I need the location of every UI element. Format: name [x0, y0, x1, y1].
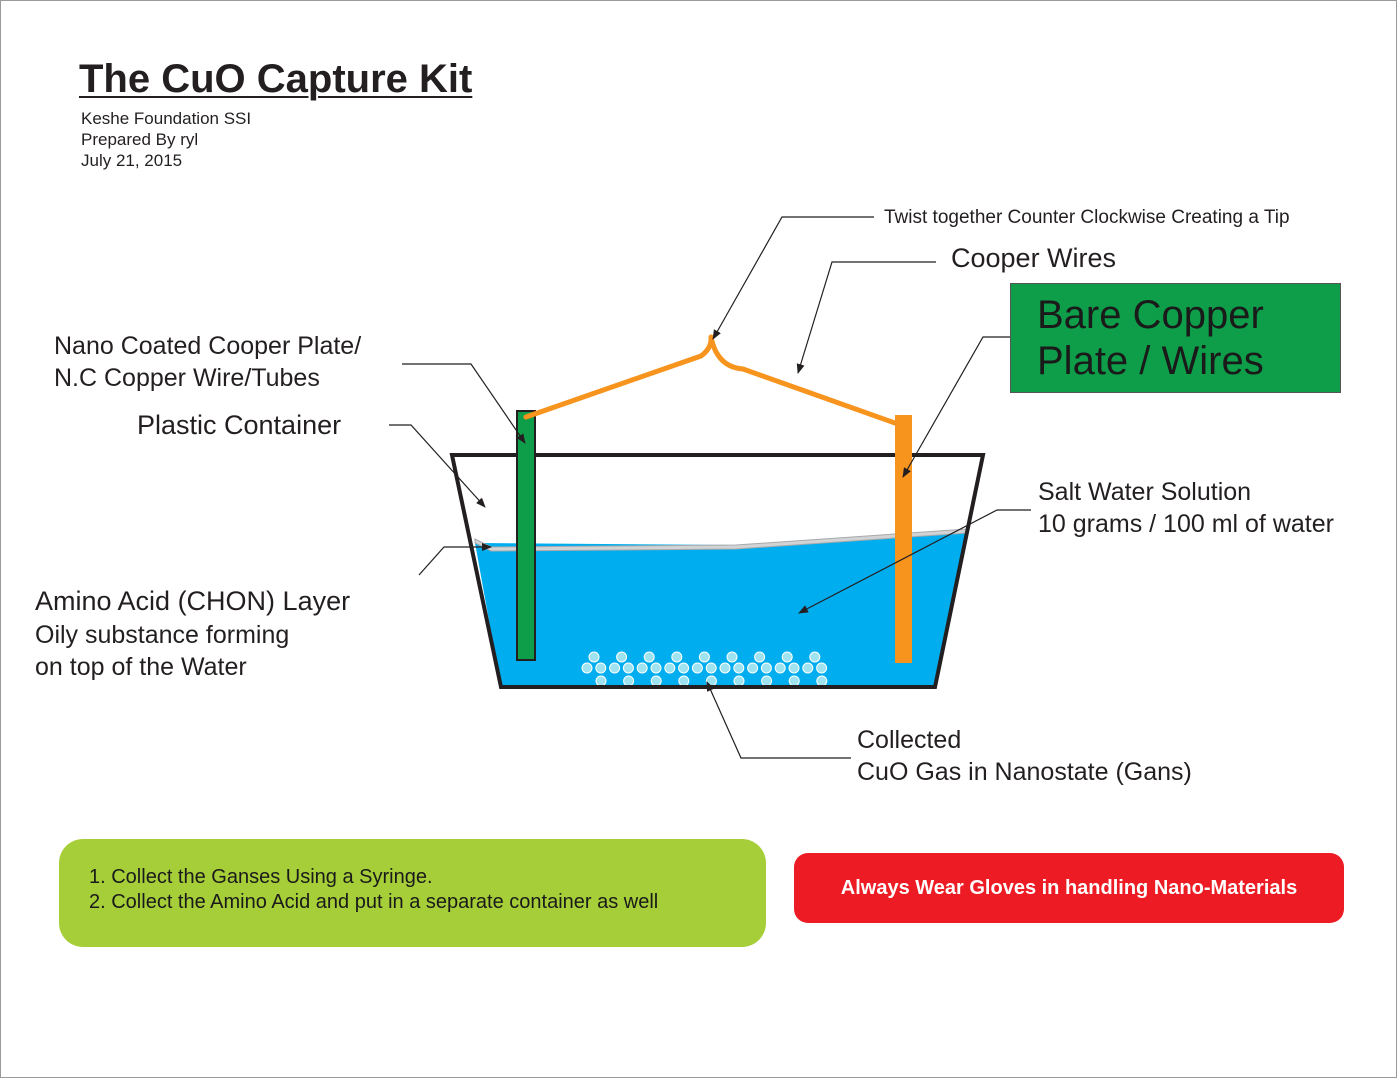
copper-wire	[523, 334, 898, 426]
gas-bubble	[698, 651, 710, 663]
gas-bubble	[802, 662, 814, 674]
gas-bubble	[726, 651, 738, 663]
twist-leader	[712, 216, 874, 340]
plastic-container	[449, 453, 986, 689]
bare-copper-plate	[895, 415, 912, 663]
gas-bubble	[664, 662, 676, 674]
gas-bubble	[643, 651, 655, 663]
amino-label-line1: Amino Acid (CHON) Layer	[35, 586, 351, 616]
salt-water-leader	[798, 509, 1031, 614]
collected-label-line1: Collected	[857, 726, 962, 754]
amino-label-line2: Oily substance forming	[35, 621, 290, 649]
gas-bubble	[623, 675, 635, 687]
gas-bubble	[760, 662, 772, 674]
gas-bubble	[774, 662, 786, 674]
gas-bubble	[788, 662, 800, 674]
gas-bubble	[733, 662, 745, 674]
gas-bubble	[788, 675, 800, 687]
copper-wires-label: Cooper Wires	[951, 243, 1117, 273]
gas-bubble	[622, 662, 634, 674]
gas-bubble	[678, 662, 690, 674]
gas-bubble	[719, 662, 731, 674]
nano-plate-label-line2: N.C Copper Wire/Tubes	[54, 364, 320, 392]
bare-copper-label-line2: Plate / Wires	[1037, 339, 1264, 383]
instruction-step-2: 2. Collect the Amino Acid and put in a s…	[89, 891, 659, 913]
gas-bubble	[761, 675, 773, 687]
twist-note-label: Twist together Counter Clockwise Creatin…	[884, 207, 1290, 228]
gas-bubble	[609, 662, 621, 674]
bare-copper-label-line1: Bare Copper	[1037, 293, 1264, 337]
plastic-container-label: Plastic Container	[137, 410, 342, 440]
gas-bubble	[733, 675, 745, 687]
gas-bubble	[650, 662, 662, 674]
bare-plate-leader	[902, 336, 1010, 478]
gas-bubble	[816, 662, 828, 674]
collected-label-line2: CuO Gas in Nanostate (Gans)	[857, 758, 1192, 786]
gas-bubble	[595, 675, 607, 687]
gas-bubble	[581, 662, 593, 674]
gas-bubble	[781, 651, 793, 663]
organization-text: Keshe Foundation SSI	[81, 109, 252, 128]
prepared-by-text: Prepared By ryl	[81, 130, 199, 149]
amino-leader	[418, 543, 492, 576]
page-title: The CuO Capture Kit	[79, 57, 473, 101]
leader-lines	[389, 216, 1031, 759]
gas-bubble	[616, 651, 628, 663]
instructions-box: 1. Collect the Ganses Using a Syringe. 2…	[59, 839, 766, 947]
gas-bubble	[588, 651, 600, 663]
gas-bubble	[747, 662, 759, 674]
salt-water-label-line1: Salt Water Solution	[1038, 478, 1252, 506]
warning-text: Always Wear Gloves in handling Nano-Mate…	[840, 876, 1298, 899]
container-leader	[389, 424, 486, 508]
nano-plate-label-line1: Nano Coated Cooper Plate/	[54, 332, 362, 360]
gas-bubble	[671, 651, 683, 663]
gas-bubble	[816, 675, 828, 687]
gas-bubble	[691, 662, 703, 674]
gas-bubble	[595, 662, 607, 674]
gas-bubble	[809, 651, 821, 663]
salt-water-body	[475, 531, 967, 687]
warning-box: Always Wear Gloves in handling Nano-Mate…	[794, 853, 1344, 923]
amino-label-line3: on top of the Water	[35, 653, 247, 681]
date-text: July 21, 2015	[81, 151, 183, 170]
wires-leader	[796, 261, 936, 374]
gas-bubble	[678, 675, 690, 687]
instruction-step-1: 1. Collect the Ganses Using a Syringe.	[89, 866, 433, 888]
gas-bubble	[636, 662, 648, 674]
nano-plate-leader	[402, 363, 526, 444]
salt-water-label-line2: 10 grams / 100 ml of water	[1038, 510, 1334, 538]
collected-leader	[706, 681, 851, 759]
nano-coated-plate	[516, 410, 536, 661]
bare-copper-label-box: Bare Copper Plate / Wires	[1010, 283, 1341, 393]
gas-bubble	[650, 675, 662, 687]
gas-bubble	[754, 651, 766, 663]
gas-bubble	[705, 662, 717, 674]
